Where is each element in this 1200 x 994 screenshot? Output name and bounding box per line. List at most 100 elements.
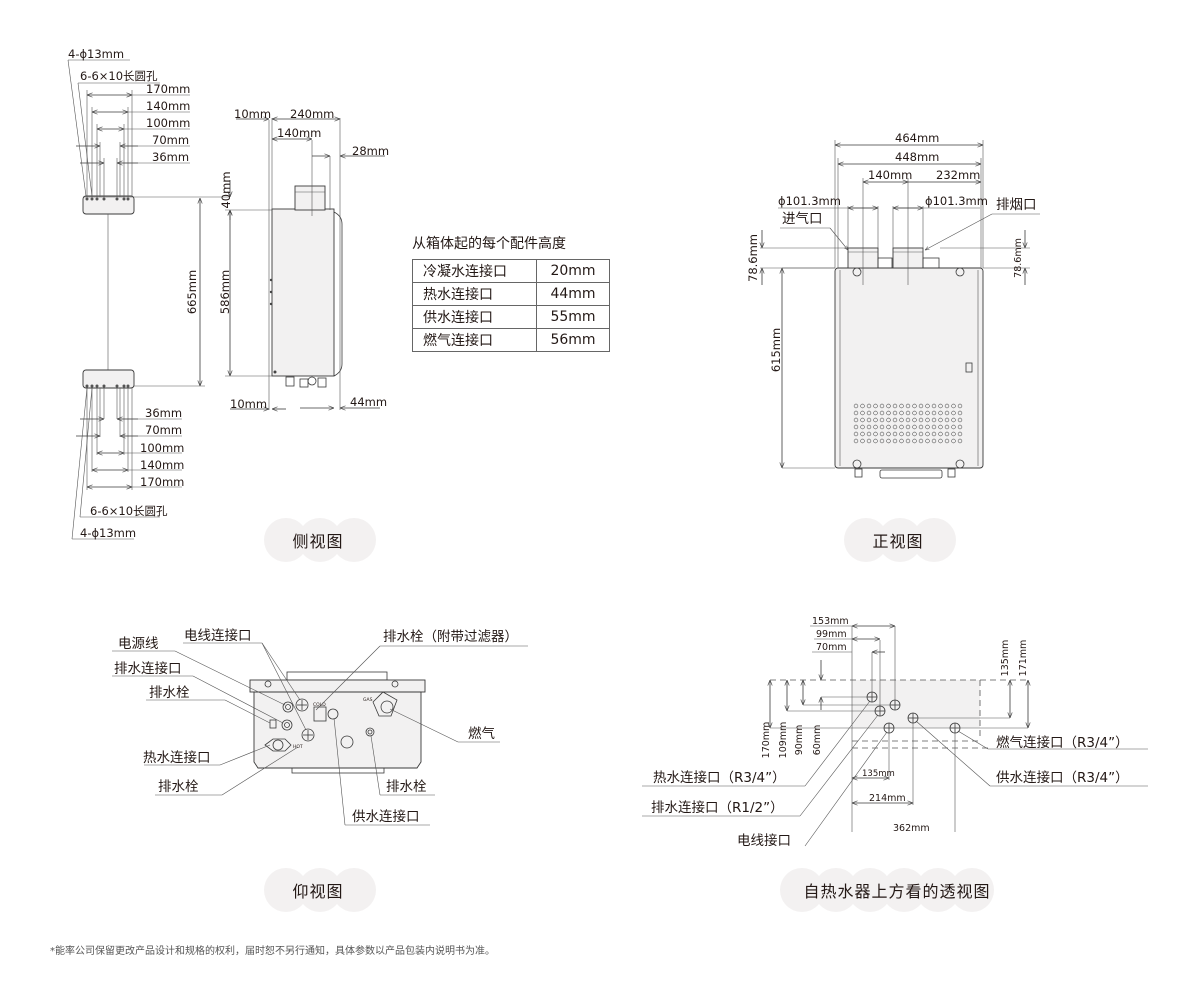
vent-hole (912, 438, 917, 444)
top-bracket (67, 59, 230, 215)
vent-hole (866, 403, 872, 409)
vent-hole (853, 403, 859, 409)
vent-hole (899, 410, 904, 416)
drain-plug-label-1: 排水栓 (149, 685, 190, 701)
vent-hole (957, 403, 963, 409)
vent-hole (879, 438, 885, 444)
vent-hole (938, 403, 943, 409)
vent-hole (879, 431, 885, 437)
hot-water-label: 热水连接口 (143, 749, 211, 766)
vent-hole (918, 417, 924, 423)
vent-hole (905, 431, 911, 437)
vent-hole (931, 424, 937, 430)
vent-hole (860, 431, 865, 437)
bottom-width-36: 36mm (145, 406, 182, 420)
vent-hole (957, 431, 963, 437)
vent-hole (905, 417, 911, 423)
vent-hole (938, 424, 943, 430)
side-flue-offset-dim: 140mm (277, 126, 321, 140)
top-hole-label: 4-ϕ13mm (68, 47, 124, 61)
vent-hole (944, 438, 950, 444)
vent-hole (905, 424, 911, 430)
side-bottom-offset-dim: 10mm (230, 397, 267, 411)
vent-grid (853, 403, 963, 444)
vent-hole (918, 403, 924, 409)
vent-hole (892, 438, 898, 444)
vent-hole (853, 424, 859, 430)
top-width-100: 100mm (146, 116, 190, 130)
gas-label: 燃气 (468, 725, 495, 742)
vent-hole (931, 438, 937, 444)
disclaimer-footnote: *能率公司保留更改产品设计和规格的权利，届时恕不另行通知，具体参数以产品包装内说… (50, 946, 495, 957)
vent-hole (899, 431, 904, 437)
side-view-caption: 侧视图 (264, 518, 376, 562)
vent-hole (899, 424, 904, 430)
heater-front-body (834, 267, 984, 469)
top-width-36: 36mm (152, 150, 189, 164)
vent-hole (938, 410, 943, 416)
intake-label: 进气口 (782, 211, 823, 227)
vent-hole (925, 438, 930, 444)
top-dim-r171: 171mm (1018, 640, 1029, 677)
vent-hole (886, 410, 891, 416)
vent-hole (886, 417, 891, 423)
vent-hole (918, 424, 924, 430)
vent-hole (912, 410, 917, 416)
vent-hole (925, 417, 930, 423)
vent-hole (873, 424, 878, 430)
top-dim-r135: 135mm (1000, 640, 1011, 677)
vent-hole (951, 403, 956, 409)
vent-hole (957, 410, 963, 416)
vent-hole (951, 410, 956, 416)
vent-hole (938, 417, 943, 423)
wire-port-label: 电线连接口 (184, 627, 252, 644)
vent-hole (886, 438, 891, 444)
bottom-slot-label: 6-6×10长圆孔 (90, 504, 168, 518)
front-pipe-height-right: 78.6mm (1013, 238, 1024, 278)
heater-bottom-body (253, 691, 422, 769)
power-cord-label: 电源线 (118, 636, 159, 652)
vent-hole (866, 417, 872, 423)
vent-hole (905, 403, 911, 409)
vent-hole (951, 431, 956, 437)
front-exhaust-dia-dim: ϕ101.3mm (925, 194, 988, 208)
vent-hole (892, 431, 898, 437)
side-flue-front-dim: 28mm (352, 144, 389, 158)
drain-plug-label-2: 排水栓 (158, 779, 199, 795)
vent-hole (886, 424, 891, 430)
height-table-title: 从箱体起的每个配件高度 (412, 236, 566, 252)
vent-hole (879, 417, 885, 423)
front-view-caption: 正视图 (844, 518, 956, 562)
front-pipe-spacing-dim: 140mm (868, 168, 912, 182)
vent-hole (860, 410, 865, 416)
vent-hole (925, 424, 930, 430)
vent-hole (951, 424, 956, 430)
vent-hole (899, 417, 904, 423)
side-view: 4-ϕ13mm 6-6×10长圆孔 170mm 140mm 100mm 70mm… (67, 47, 389, 540)
vent-hole (853, 438, 859, 444)
bottom-width-70: 70mm (145, 423, 182, 437)
top-width-140: 140mm (146, 99, 190, 113)
vent-hole (925, 410, 930, 416)
vent-hole (866, 424, 872, 430)
bottom-width-100: 100mm (140, 441, 184, 455)
side-top-offset-dim: 10mm (234, 107, 271, 121)
front-view: 464mm 448mm 140mm 232mm ϕ101.3mm ϕ101.3m… (746, 131, 1040, 479)
drain-port-label: 排水连接口 (114, 660, 182, 677)
bottom-view-caption: 仰视图 (264, 868, 376, 912)
vent-hole (957, 438, 963, 444)
front-inner-width-dim: 448mm (895, 150, 939, 164)
vent-hole (873, 410, 878, 416)
table-cell-height: 20mm (536, 259, 610, 283)
front-intake-dia-dim: ϕ101.3mm (778, 194, 841, 208)
vent-hole (879, 410, 885, 416)
top-gas-label: 燃气连接口（R3/4”） (996, 734, 1129, 751)
vent-hole (944, 417, 950, 423)
vent-hole (892, 424, 898, 430)
drain-plug-label-3: 排水栓 (386, 779, 427, 795)
bottom-width-140: 140mm (140, 458, 184, 472)
